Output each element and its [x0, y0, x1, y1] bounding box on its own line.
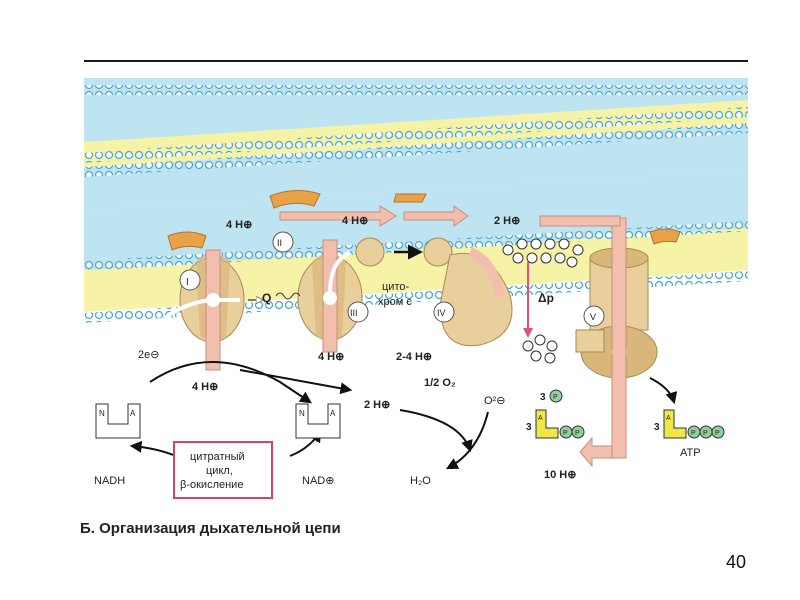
cycle-line-3: β-окисление — [180, 479, 243, 491]
cytochrome-label-2: хром с — [378, 296, 412, 308]
adp-a: A — [538, 415, 543, 422]
h4-bottom-left: 4 H⊕ — [192, 381, 218, 393]
two-electrons: 2e⊖ — [138, 349, 159, 361]
complex-2-label: II — [277, 238, 282, 248]
h-2-4-label: 2-4 H⊕ — [396, 351, 432, 363]
atp-p1-label: P — [691, 430, 696, 437]
complex-4-badge — [433, 301, 455, 323]
complex-1-label: I — [186, 277, 189, 288]
complex-2-badge — [272, 231, 294, 253]
complex-5-badge — [583, 305, 605, 327]
nadh-label: NADH — [94, 475, 125, 487]
nadh-a: A — [130, 409, 136, 418]
phosphate-free — [549, 389, 563, 403]
atp-base — [663, 409, 687, 439]
adp-p1-label: P — [563, 430, 568, 437]
adp-p2 — [571, 425, 585, 439]
three-adp: 3 — [526, 422, 532, 433]
adp-base — [535, 409, 559, 439]
nadh-shape — [95, 403, 141, 439]
half-o2-label: 1/2 O₂ — [424, 377, 456, 389]
atp-p3 — [711, 425, 725, 439]
cytochrome-c-right — [423, 237, 453, 267]
complex-4-label: IV — [437, 308, 446, 318]
h10-label: 10 H⊕ — [544, 469, 576, 481]
reaction-arrows — [129, 361, 678, 470]
cytochrome-c-left — [355, 237, 385, 267]
cycle-line-1: цитратный — [190, 451, 245, 463]
proton-cloud — [502, 238, 584, 364]
outer-membrane — [84, 78, 749, 210]
electron-path — [128, 250, 351, 391]
quinone-wave — [275, 292, 301, 300]
citrate-cycle-box — [173, 441, 273, 499]
h4-top-left: 4 H⊕ — [226, 219, 252, 231]
h2-mid: 2 H⊕ — [364, 399, 390, 411]
complex-5-label: V — [590, 312, 596, 322]
nad-a: A — [330, 409, 336, 418]
nad-label: NAD⊕ — [302, 475, 334, 487]
water-label: H₂O — [410, 475, 431, 487]
complex-4 — [439, 247, 513, 347]
atp-label: ATP — [680, 447, 701, 459]
figure-caption: Б. Организация дыхательной цепи — [80, 520, 341, 537]
nadh-n: N — [99, 409, 105, 418]
quinone-label: Q — [262, 291, 271, 305]
complex-3-badge — [347, 301, 369, 323]
cycle-line-2: цикл, — [206, 465, 233, 477]
three-p: 3 — [540, 392, 546, 403]
complex-3 — [297, 239, 363, 353]
delta-p-label: Δp — [538, 291, 554, 305]
atp-p2-label: P — [703, 430, 708, 437]
nad-shape — [295, 403, 341, 439]
h4-bottom-mid: 4 H⊕ — [318, 351, 344, 363]
page-number: 40 — [726, 552, 747, 572]
h2-top: 2 H⊕ — [494, 215, 520, 227]
cytochrome-label-1: цито- — [382, 281, 409, 293]
complex-5 — [575, 217, 658, 459]
h4-top-mid: 4 H⊕ — [342, 215, 368, 227]
superoxide-label: O²⊖ — [484, 395, 505, 407]
p-free-label: P — [553, 394, 558, 401]
proton-flow-arrows — [279, 205, 621, 468]
complex-1-badge — [179, 269, 201, 291]
protein-fragments — [167, 190, 681, 251]
respiratory-chain-diagram: I II III цито- хром с IV V — [84, 78, 749, 499]
atp-p3-label: P — [715, 430, 720, 437]
atp-a: A — [666, 415, 671, 422]
complex-3-label: III — [350, 308, 358, 318]
top-rule — [84, 60, 748, 62]
adp-p2-label: P — [575, 430, 580, 437]
three-atp: 3 — [654, 422, 660, 433]
nad-n: N — [299, 409, 305, 418]
